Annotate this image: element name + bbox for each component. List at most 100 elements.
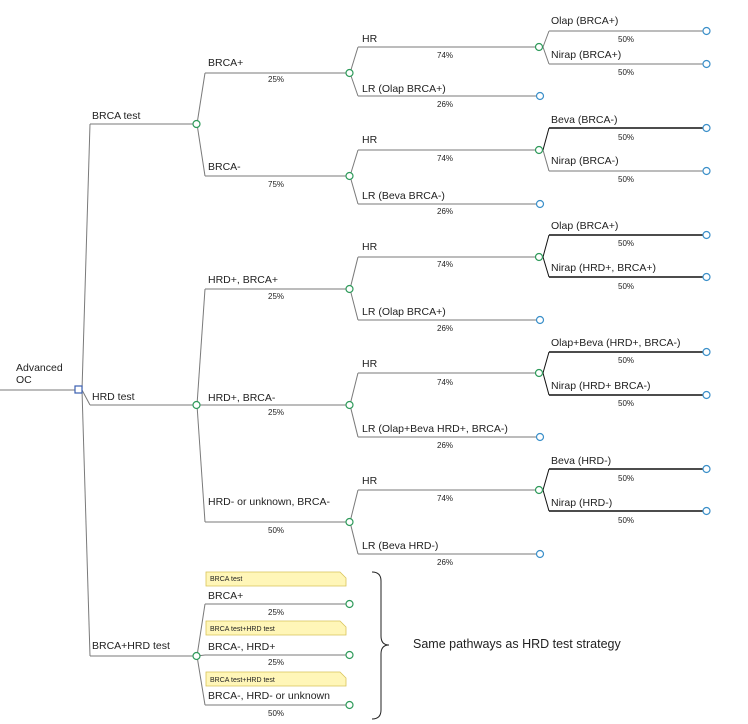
terminal-node[interactable] (702, 464, 711, 474)
chance-node[interactable] (534, 145, 544, 155)
annotation-text: Same pathways as HRD test strategy (413, 637, 621, 651)
level4-label: Nirap (BRCA+) (551, 49, 621, 61)
terminal-node[interactable] (702, 166, 711, 176)
strategy-label-brca-hrd-test: BRCA+HRD test (92, 640, 170, 652)
level3-prob: 26% (437, 324, 453, 333)
chance-node[interactable] (345, 284, 354, 294)
chance-node[interactable] (534, 485, 544, 495)
level3-label: HR (362, 134, 378, 146)
combined-branch-label: BRCA-, HRD+ (208, 641, 275, 653)
chance-node[interactable] (345, 400, 354, 410)
branch-fan-line (349, 521, 359, 555)
level4-prob: 50% (618, 35, 634, 44)
chance-node[interactable] (345, 68, 354, 78)
chance-node[interactable] (345, 517, 354, 527)
branch-fan-line (81, 123, 91, 391)
level2-prob: 25% (268, 75, 284, 84)
root-label-line-1: Advanced (16, 362, 63, 374)
terminal-node[interactable] (535, 549, 545, 559)
terminal-node[interactable] (535, 315, 545, 325)
level2-prob: 25% (268, 292, 284, 301)
branch-fan-line (542, 256, 550, 278)
chance-node[interactable] (192, 119, 201, 129)
chance-node[interactable] (192, 400, 201, 410)
branch-fan-line (196, 72, 206, 125)
terminal-node[interactable] (702, 347, 711, 357)
level2-label: BRCA+ (208, 57, 243, 69)
tree-edges (0, 30, 703, 706)
chance-node[interactable] (534, 252, 544, 262)
level2-prob: 50% (268, 526, 284, 535)
level4-prob: 50% (618, 399, 634, 408)
decision-node[interactable] (74, 385, 83, 394)
chance-node[interactable] (534, 368, 544, 378)
level3-prob: 74% (437, 260, 453, 269)
level4-label: Nirap (HRD-) (551, 497, 612, 509)
terminal-node[interactable] (702, 123, 711, 133)
branch-fan-line (542, 372, 550, 396)
level4-label: Beva (BRCA-) (551, 114, 618, 126)
branch-fan-line (542, 149, 550, 172)
level4-label: Nirap (BRCA-) (551, 155, 619, 167)
combined-branch-prob: 25% (268, 608, 284, 617)
tree-nodes (192, 26, 711, 710)
branch-fan-line (196, 288, 206, 406)
level3-label: HR (362, 33, 378, 45)
chance-node[interactable] (345, 650, 354, 660)
branch-fan-line (349, 404, 359, 438)
branch-fan-line (349, 46, 359, 74)
chance-node[interactable] (345, 599, 354, 609)
branch-fan-line (542, 46, 550, 65)
branch-fan-line (542, 30, 550, 48)
level3-prob: 26% (437, 100, 453, 109)
note-text: BRCA test (210, 576, 242, 583)
level2-prob: 25% (268, 408, 284, 417)
chance-node[interactable] (345, 700, 354, 710)
terminal-node[interactable] (535, 91, 545, 101)
level3-prob: 74% (437, 494, 453, 503)
terminal-node[interactable] (535, 432, 545, 442)
note-tag (205, 671, 347, 687)
level4-label: Olap+Beva (HRD+, BRCA-) (551, 337, 681, 349)
level3-prob: 74% (437, 378, 453, 387)
level3-prob: 74% (437, 154, 453, 163)
level4-prob: 50% (618, 239, 634, 248)
root-label-line-2: OC (16, 374, 32, 386)
combined-branch-label: BRCA+ (208, 590, 243, 602)
level4-label: Nirap (HRD+ BRCA-) (551, 380, 650, 392)
chance-node[interactable] (192, 651, 201, 661)
branch-fan-line (542, 489, 550, 512)
strategy-label-brca-test: BRCA test (92, 110, 141, 122)
branch-fan-line (542, 468, 550, 491)
branch-fan-line (542, 127, 550, 151)
level3-prob: 26% (437, 207, 453, 216)
terminal-node[interactable] (702, 272, 711, 282)
chance-node[interactable] (345, 171, 354, 181)
level4-prob: 50% (618, 175, 634, 184)
terminal-node[interactable] (702, 59, 711, 69)
terminal-node[interactable] (702, 230, 711, 240)
level3-label: LR (Olap BRCA+) (362, 306, 446, 318)
level2-label: HRD+, BRCA+ (208, 274, 278, 286)
branch-fan-line (349, 72, 359, 97)
branch-fan-line (196, 404, 206, 523)
level3-label: LR (Beva HRD-) (362, 540, 438, 552)
terminal-node[interactable] (702, 26, 711, 36)
branch-fan-line (196, 603, 206, 657)
level4-prob: 50% (618, 356, 634, 365)
terminal-node[interactable] (702, 506, 711, 516)
level3-prob: 26% (437, 441, 453, 450)
level3-prob: 74% (437, 51, 453, 60)
level3-label: HR (362, 241, 378, 253)
level4-prob: 50% (618, 68, 634, 77)
terminal-node[interactable] (702, 390, 711, 400)
level3-label: LR (Beva BRCA-) (362, 190, 445, 202)
level3-label: LR (Olap BRCA+) (362, 83, 446, 95)
note-text: BRCA test+HRD test (210, 626, 275, 633)
branch-fan-line (349, 372, 359, 406)
level4-label: Beva (HRD-) (551, 455, 611, 467)
terminal-node[interactable] (535, 199, 545, 209)
level4-prob: 50% (618, 133, 634, 142)
chance-node[interactable] (534, 42, 544, 52)
